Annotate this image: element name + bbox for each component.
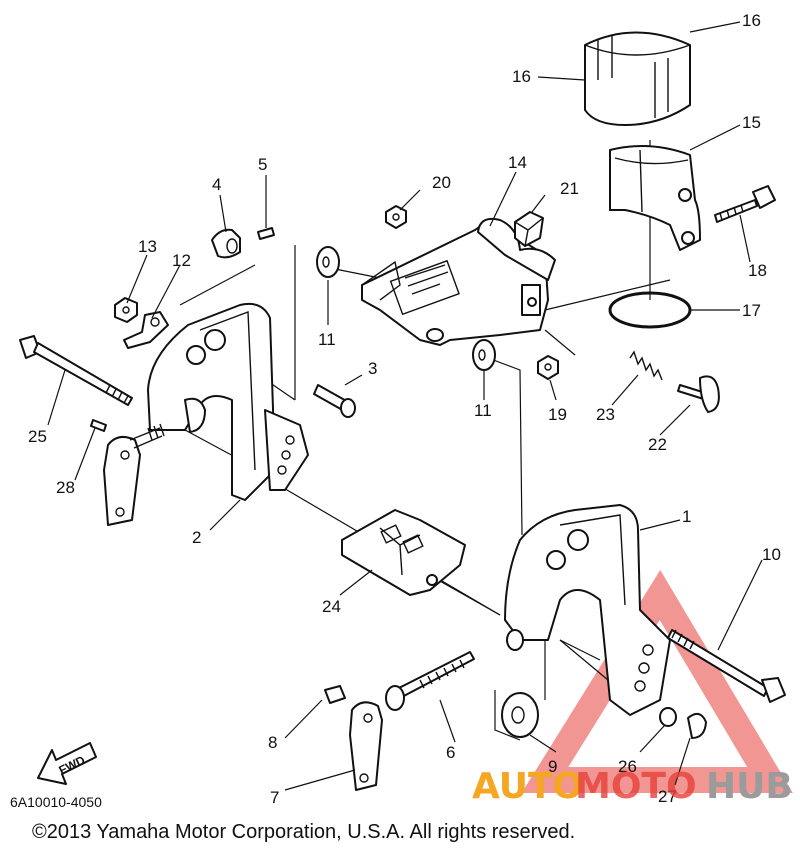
- part-10-bolt: [667, 629, 786, 703]
- part-7-handle: [349, 701, 383, 791]
- watermark-hub: HUB: [706, 766, 793, 807]
- callout-13: 13: [138, 237, 157, 256]
- callout-12: 12: [172, 251, 191, 270]
- callout-22: 22: [648, 435, 667, 454]
- part-24-tilt-stopper: [341, 509, 466, 596]
- watermark-auto: AUTO: [472, 766, 583, 807]
- callout-2: 2: [192, 528, 201, 547]
- part-21-cap: [514, 211, 544, 247]
- callout-28: 28: [56, 478, 75, 497]
- callout-27: 27: [658, 787, 677, 806]
- part-23-spring: [629, 350, 663, 381]
- callout-numbers: 1 2 3 4 5 6 7 8 9 10 11 11 12 13 14 15 1…: [28, 11, 781, 807]
- part-3-pin: [313, 384, 356, 418]
- callout-20: 20: [432, 173, 451, 192]
- callout-1: 1: [682, 507, 691, 526]
- callout-17: 17: [742, 301, 761, 320]
- callout-21: 21: [560, 179, 579, 198]
- callout-3: 3: [368, 359, 377, 378]
- catalog-code: 6A10010-4050: [10, 794, 102, 810]
- part-14-swivel-bracket: [361, 217, 556, 346]
- callout-19: 19: [548, 405, 567, 424]
- callout-16-top: 16: [742, 11, 761, 30]
- callout-23: 23: [596, 405, 615, 424]
- part-16-sleeve: [584, 31, 691, 126]
- watermark-moto: MOTO: [575, 766, 697, 807]
- part-15-clamp: [609, 145, 701, 251]
- callout-4: 4: [212, 175, 221, 194]
- part-13-nut: [114, 297, 138, 323]
- part-5-pin: [257, 227, 275, 240]
- callout-11-lower: 11: [474, 401, 492, 420]
- part-25-through-bolt: [19, 335, 133, 406]
- part-20-nut: [385, 205, 407, 229]
- callout-24: 24: [322, 597, 341, 616]
- callout-5: 5: [258, 155, 267, 174]
- copyright-text: ©2013 Yamaha Motor Corporation, U.S.A. A…: [32, 821, 575, 843]
- callout-6: 6: [446, 743, 455, 762]
- callout-14: 14: [508, 153, 527, 172]
- part-19-nut: [537, 355, 559, 380]
- part-18-bolt: [714, 185, 776, 223]
- callout-25: 25: [28, 427, 47, 446]
- part-6-clamp-screw: [385, 651, 475, 711]
- fwd-arrow: FWD: [37, 742, 97, 785]
- callout-15: 15: [742, 113, 761, 132]
- part-12-tab-washer: [123, 311, 169, 349]
- callout-26: 26: [618, 757, 637, 776]
- callout-11-upper: 11: [318, 330, 336, 349]
- watermark-logo-triangle: [521, 569, 793, 793]
- callout-9: 9: [548, 757, 557, 776]
- part-8-pin: [324, 685, 346, 704]
- part-22-wing-bolt: [677, 375, 720, 413]
- part-11-washer-lower: [472, 339, 496, 371]
- part-9-pad: [501, 692, 539, 738]
- watermark-wordmark: AUTO MOTO HUB: [472, 766, 793, 807]
- part-2-clamp-bracket: [147, 302, 309, 501]
- part-28-pin: [90, 419, 107, 432]
- part-4-bushing: [211, 228, 241, 259]
- part-26-washer: [659, 707, 677, 727]
- part-1-clamp-bracket: [504, 504, 671, 716]
- callout-7: 7: [270, 788, 279, 807]
- callout-8: 8: [268, 733, 277, 752]
- part-clamp-handle-left: [103, 423, 165, 526]
- part-11-washer-upper: [316, 246, 340, 278]
- callout-18: 18: [748, 261, 767, 280]
- part-27-wing-nut: [687, 712, 707, 739]
- callout-10: 10: [762, 545, 781, 564]
- callout-16-left: 16: [512, 67, 531, 86]
- callout-leaders: [47, 21, 763, 791]
